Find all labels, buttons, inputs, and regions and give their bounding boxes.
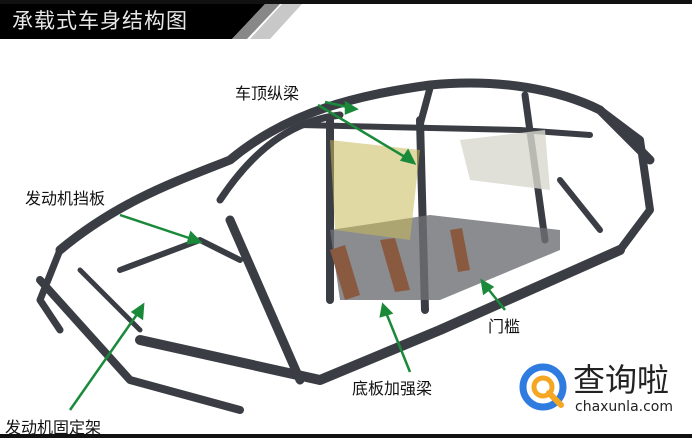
- label-engine-mount: 发动机固定架: [5, 418, 102, 437]
- bottom-border: [0, 434, 692, 438]
- watermark-url: chaxunla.com: [575, 399, 673, 415]
- page-title: 承载式车身结构图: [12, 9, 188, 33]
- watermark-name: 查询啦: [573, 361, 670, 399]
- watermark-logo: 查询啦 chaxunla.com: [515, 355, 685, 425]
- label-firewall: 发动机挡板: [25, 189, 106, 208]
- header-banner: [0, 0, 692, 39]
- search-magnifier-icon: [519, 363, 567, 411]
- label-sill: 门槛: [488, 317, 521, 336]
- label-floor-beam: 底板加强梁: [352, 379, 433, 398]
- label-roof-rail: 车顶纵梁: [235, 84, 300, 103]
